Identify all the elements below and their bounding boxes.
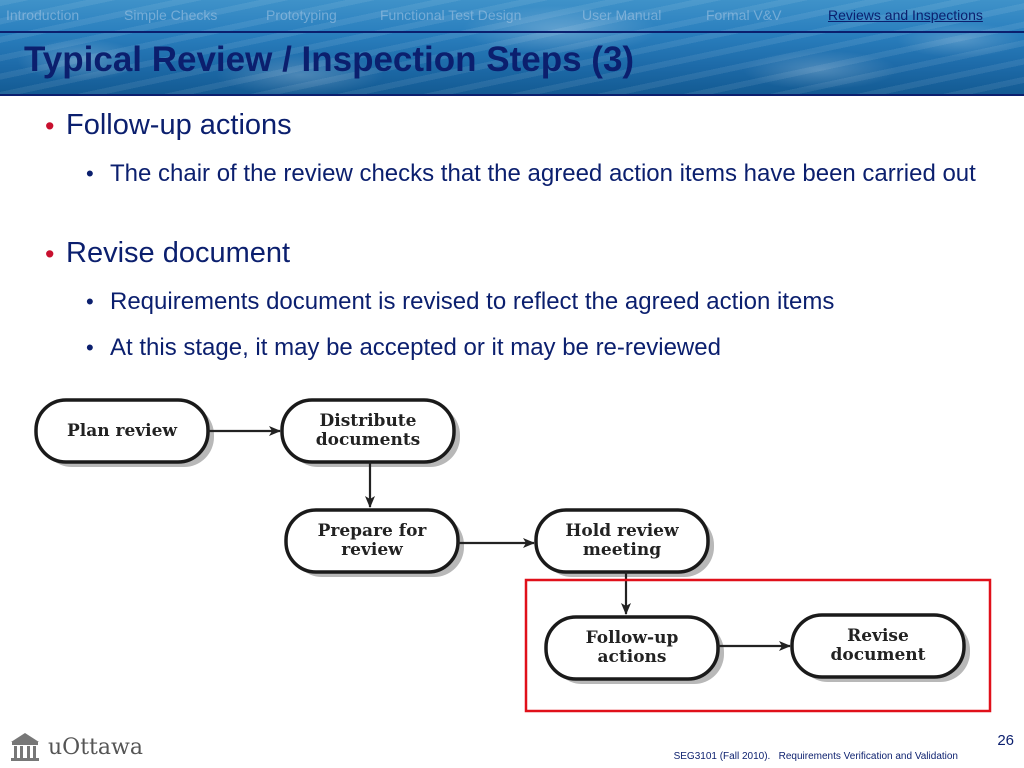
building-icon [11, 733, 39, 761]
node-label-follow-up-actions: Follow-up actions [585, 628, 679, 667]
sub-bullet-chair-checks: • The chair of the review checks that th… [86, 155, 1000, 192]
sub-bullet-accepted-or-rereviewed: • At this stage, it may be accepted or i… [86, 329, 1000, 366]
nav-tab-user-manual[interactable]: User Manual [582, 7, 662, 23]
slide-title: Typical Review / Inspection Steps (3) [24, 40, 635, 79]
sub-bullet-text: The chair of the review checks that the … [110, 160, 976, 187]
sub-bullet-dot-icon: • [86, 335, 94, 360]
nav-tab-reviews-and-inspections[interactable]: Reviews and Inspections [828, 7, 983, 23]
nav-tab-introduction[interactable]: Introduction [6, 7, 80, 23]
sub-bullet-dot-icon: • [86, 289, 94, 314]
node-hold-review-meeting [534, 508, 710, 574]
nav-tab-functional-test-design[interactable]: Functional Test Design [380, 7, 522, 23]
node-label-distribute-documents: Distribute documents [315, 411, 421, 450]
nav-tab-formal-vv[interactable]: Formal V&V [706, 7, 782, 23]
logo-text: uOttawa [48, 734, 143, 760]
bullet-follow-up-actions: • Follow-up actions [45, 109, 292, 142]
bullet-dot-icon: • [45, 239, 55, 269]
uottawa-logo: uOttawa [8, 730, 158, 764]
node-label-revise-document: Revise document [830, 626, 926, 665]
bullet-text: Follow-up actions [66, 109, 292, 141]
nav-tab-simple-checks[interactable]: Simple Checks [124, 7, 218, 23]
bullet-revise-document: • Revise document [45, 237, 291, 270]
node-prepare-for-review [284, 508, 460, 574]
node-revise-document [790, 613, 966, 679]
highlight-frame [524, 578, 992, 713]
sub-bullet-document-revised: • Requirements document is revised to re… [86, 283, 1000, 320]
node-label-plan-review: Plan review [66, 420, 178, 441]
nav-divider [0, 31, 1024, 33]
sub-bullet-dot-icon: • [86, 161, 94, 186]
page-number: 26 [997, 732, 1014, 749]
header-band: Introduction Simple Checks Prototyping F… [0, 0, 1024, 96]
node-follow-up-actions [544, 615, 720, 681]
node-distribute-documents [280, 398, 456, 464]
header-divider [0, 94, 1024, 96]
section-nav: Introduction Simple Checks Prototyping F… [0, 0, 1024, 32]
node-label-prepare-for-review: Prepare for review [317, 521, 427, 560]
sub-bullet-text: At this stage, it may be accepted or it … [110, 334, 721, 361]
footer-course-info: SEG3101 (Fall 2010). Requirements Verifi… [673, 751, 958, 762]
node-label-hold-review-meeting: Hold review meeting [565, 521, 679, 560]
sub-bullet-text: Requirements document is revised to refl… [110, 288, 835, 315]
nav-tab-prototyping[interactable]: Prototyping [266, 7, 337, 23]
bullet-dot-icon: • [45, 111, 55, 141]
bullet-text: Revise document [66, 237, 291, 269]
